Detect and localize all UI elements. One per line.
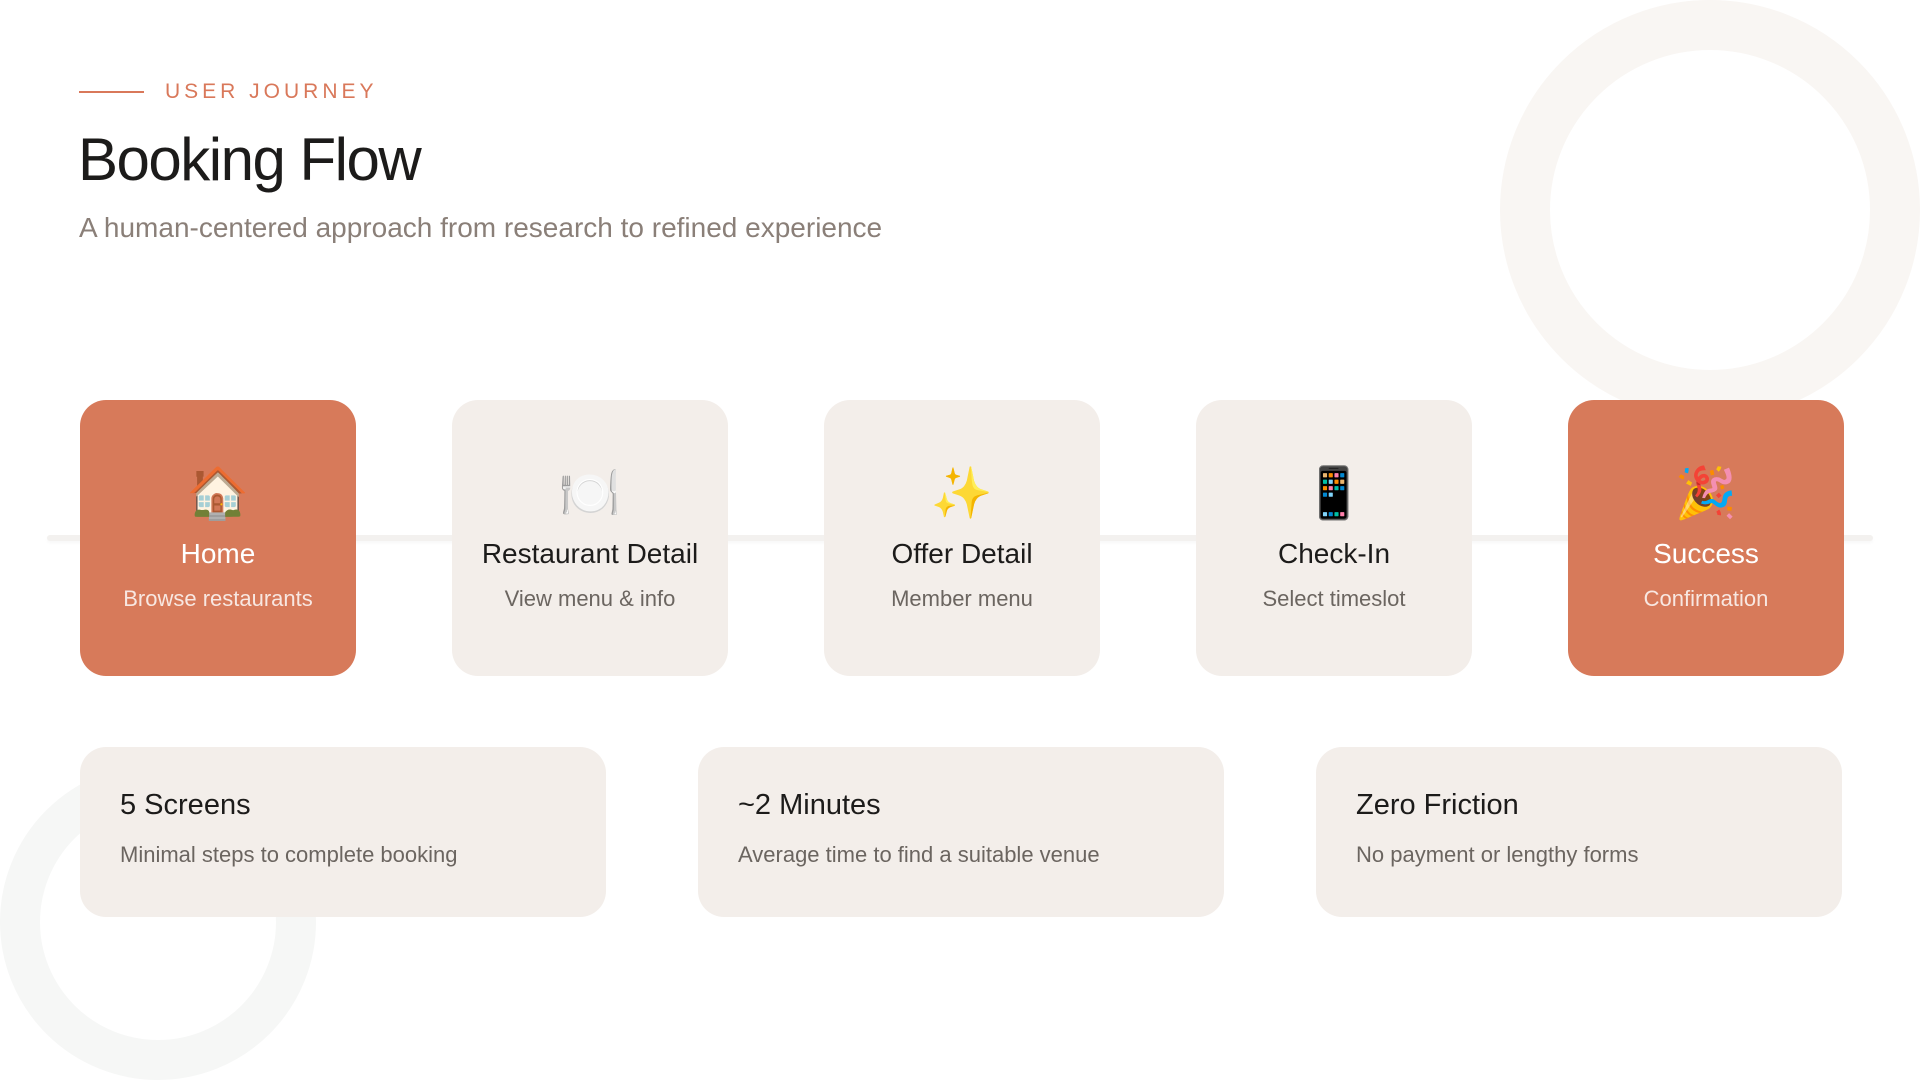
decorative-ring-top-right: [1500, 0, 1920, 420]
house-icon: 🏠: [186, 465, 250, 521]
page-subtitle: A human-centered approach from research …: [79, 212, 883, 243]
plate-cutlery-icon: 🍽️: [558, 465, 622, 521]
stat-description: Average time to find a suitable venue: [738, 842, 1100, 867]
step-card-check-in: 📱 Check-In Select timeslot: [1196, 400, 1472, 676]
party-popper-icon: 🎉: [1674, 465, 1738, 521]
stat-title: 5 Screens: [120, 789, 251, 821]
step-title: Offer Detail: [891, 538, 1033, 569]
stat-card-friction: Zero Friction No payment or lengthy form…: [1316, 747, 1842, 917]
stat-card-minutes: ~2 Minutes Average time to find a suitab…: [698, 747, 1224, 917]
step-description: View menu & info: [504, 586, 676, 611]
stat-title: ~2 Minutes: [738, 789, 881, 821]
step-description: Member menu: [891, 586, 1033, 611]
step-card-offer-detail: ✨ Offer Detail Member menu: [824, 400, 1100, 676]
step-title: Check-In: [1277, 538, 1391, 569]
eyebrow: USER JOURNEY: [79, 80, 378, 104]
stats-row: 5 Screens Minimal steps to complete book…: [80, 747, 1842, 917]
mobile-phone-icon: 📱: [1302, 465, 1366, 521]
page-title: Booking Flow: [78, 126, 422, 193]
step-title: Success: [1653, 538, 1759, 569]
stat-description: No payment or lengthy forms: [1356, 842, 1639, 867]
step-description: Confirmation: [1643, 586, 1769, 611]
step-description: Browse restaurants: [123, 586, 313, 611]
sparkles-icon: ✨: [930, 465, 994, 521]
step-card-success: 🎉 Success Confirmation: [1568, 400, 1844, 676]
step-card-home: 🏠 Home Browse restaurants: [80, 400, 356, 676]
flow-steps: 🏠 Home Browse restaurants 🍽️ Restaurant …: [80, 400, 1844, 676]
step-card-restaurant-detail: 🍽️ Restaurant Detail View menu & info: [452, 400, 728, 676]
stat-card-screens: 5 Screens Minimal steps to complete book…: [80, 747, 606, 917]
step-title: Restaurant Detail: [481, 538, 699, 569]
step-description: Select timeslot: [1262, 586, 1406, 611]
stat-description: Minimal steps to complete booking: [120, 842, 458, 867]
stat-title: Zero Friction: [1356, 789, 1519, 821]
eyebrow-rule: [79, 91, 144, 93]
step-title: Home: [180, 538, 256, 569]
eyebrow-label: USER JOURNEY: [165, 80, 378, 103]
